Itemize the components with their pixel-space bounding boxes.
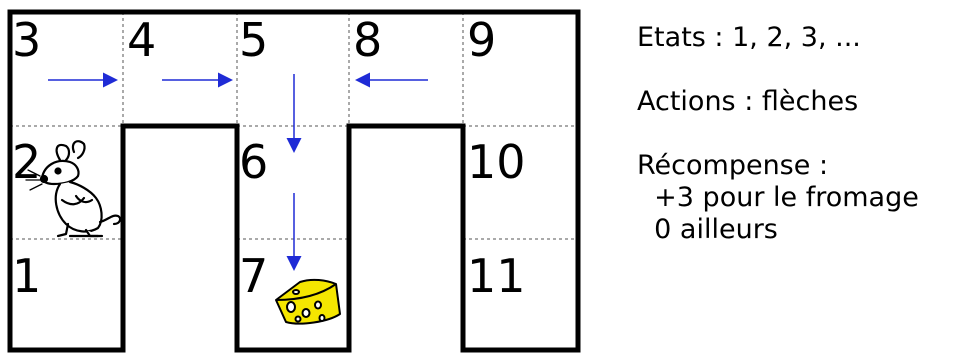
legend-reward-cheese: +3 pour le fromage [637, 182, 919, 213]
legend-actions: Actions : flèches [637, 86, 859, 117]
state-6-label: 6 [239, 135, 268, 189]
state-8-label: 8 [353, 13, 382, 67]
state-3-label: 3 [12, 13, 41, 67]
maze-walls [7, 9, 581, 353]
state-4-label: 4 [127, 13, 156, 67]
legend-states: Etats : 1, 2, 3, ... [637, 22, 861, 53]
maze-diagram: 3 4 5 8 9 2 6 10 1 7 11 [7, 9, 581, 353]
state-2-label: 2 [12, 135, 41, 189]
state-7-label: 7 [239, 249, 268, 303]
grid-lines [10, 12, 578, 240]
legend: Etats : 1, 2, 3, ... Actions : flèches R… [637, 22, 972, 246]
legend-reward-other: 0 ailleurs [637, 214, 778, 245]
state-9-label: 9 [467, 13, 496, 67]
state-11-label: 11 [467, 249, 526, 303]
mouse-icon [25, 140, 122, 238]
state-1-label: 1 [12, 249, 41, 303]
legend-reward-title: Récompense : [637, 150, 829, 181]
state-10-label: 10 [467, 135, 526, 189]
cheese-icon [275, 278, 341, 325]
state-5-label: 5 [239, 13, 268, 67]
